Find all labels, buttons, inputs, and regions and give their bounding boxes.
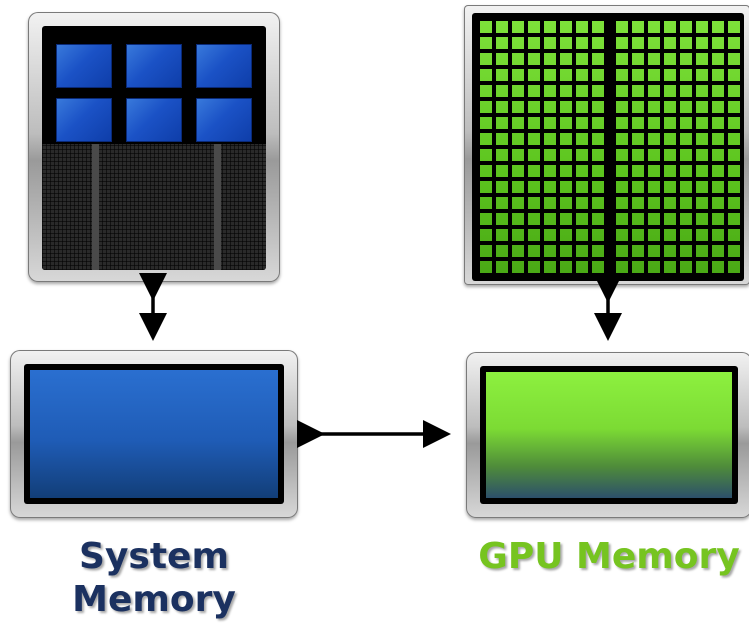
- gpu-memory-fill: [486, 372, 732, 498]
- cpu-core: [126, 44, 182, 88]
- system-memory-label-line1: System: [79, 536, 229, 577]
- cpu-core: [196, 44, 252, 88]
- cpu-core: [56, 98, 112, 142]
- cpu-die: [42, 26, 266, 270]
- system-memory-fill: [30, 370, 278, 498]
- cache-divider: [92, 144, 99, 270]
- system-memory-block: [10, 350, 298, 518]
- cpu-core: [126, 98, 182, 142]
- gpu-memory-label-text: GPU Memory: [478, 536, 740, 577]
- gpu-memory-block: [466, 352, 749, 518]
- gpu-die: [472, 13, 744, 281]
- gpu-chip: [464, 5, 749, 285]
- system-memory-label-line2: Memory: [72, 579, 236, 620]
- cache-divider: [214, 144, 221, 270]
- cpu-cache: [42, 144, 266, 270]
- cpu-core: [196, 98, 252, 142]
- gpu-core-array-left: [476, 19, 604, 277]
- cpu-chip: [28, 12, 280, 282]
- system-memory-panel: [24, 364, 284, 504]
- cpu-core: [56, 44, 112, 88]
- gpu-memory-panel: [480, 366, 738, 504]
- system-memory-label: System Memory: [52, 535, 256, 621]
- gpu-memory-label: GPU Memory: [472, 535, 746, 578]
- gpu-core-array-right: [612, 19, 740, 277]
